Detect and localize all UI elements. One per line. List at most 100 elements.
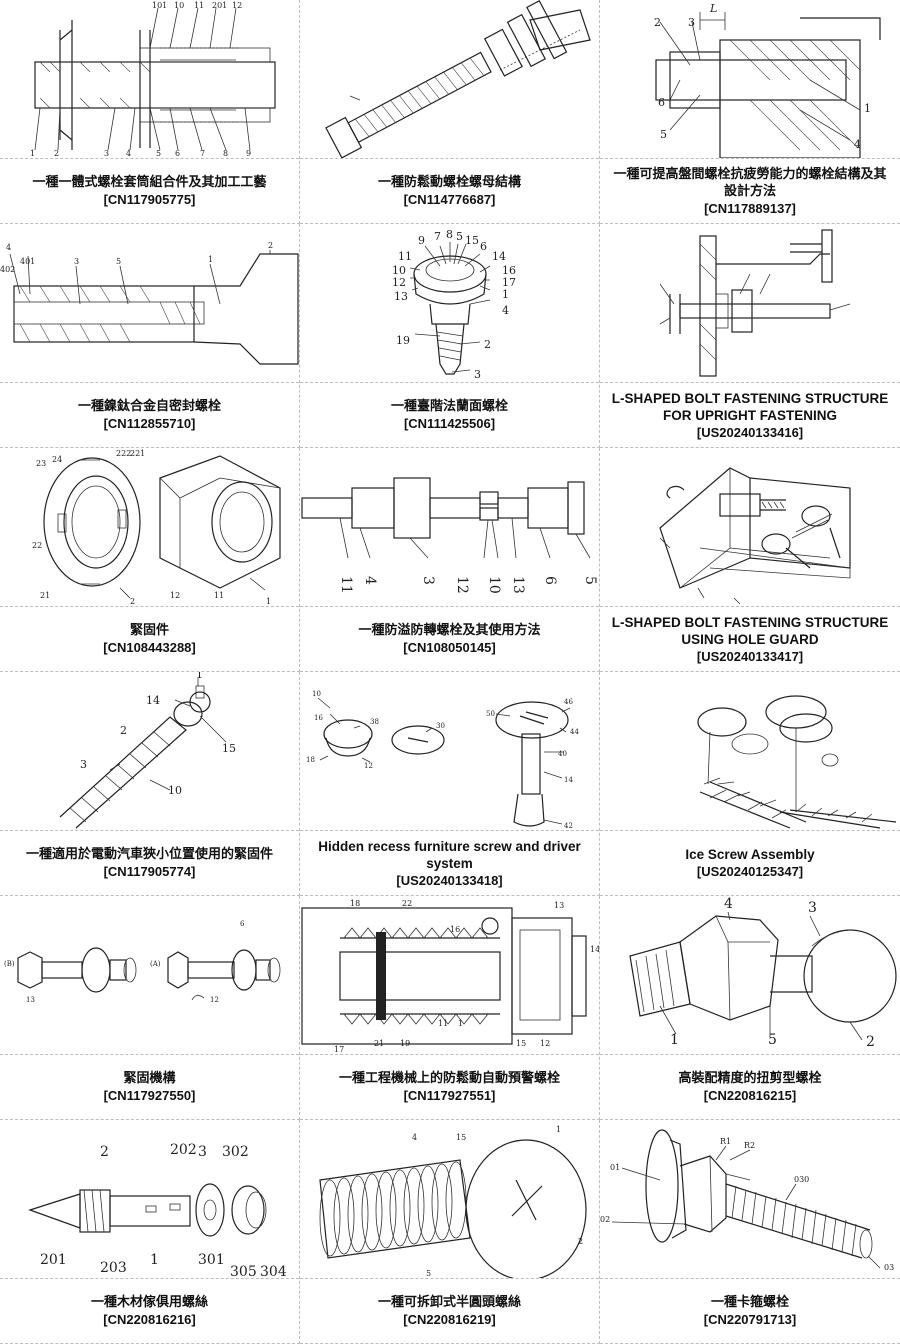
patent-card[interactable]: 2 202 3 302 201 203 1 301 305 304 一種木材傢俱… [0,1120,300,1344]
patent-number: [CN114776687] [404,191,496,208]
drawing-label: 4 [126,149,131,158]
drawing-label: 201 [212,1,227,10]
patent-card[interactable]: 4 15 1 2 5 一種可拆卸式半圓頭螺絲 [CN220816219] [300,1120,600,1344]
patent-title: 一種卡箍螺栓 [711,1294,789,1311]
patent-drawing: 11 4 3 12 10 13 6 5 [300,448,599,607]
drawing-label: 1 [150,1252,159,1268]
drawing-label: 4 [724,896,733,912]
drawing-label: 2 [484,338,491,351]
patent-card[interactable]: (B) (A) 13 12 6 緊固機構 [CN117927550] [0,896,300,1120]
drawing-label: 13 [510,576,526,594]
patent-card[interactable]: 9 7 8 5 15 6 11 14 10 16 12 17 13 1 4 19 [300,224,600,448]
patent-drawing: 24 23 222 221 22 21 12 11 2 1 [0,448,299,607]
patent-title: 一種可提高盤間螺栓抗疲勞能力的螺栓結構及其設計方法 [608,166,892,200]
drawing-label: 3 [688,16,695,29]
patent-number: [CN111425506] [404,415,495,432]
drawing-label: 101 [152,1,167,10]
patent-title: 緊固機構 [123,1070,175,1087]
drawing-label: 302 [222,1144,249,1160]
drawing-label: 3 [474,368,481,381]
drawing-label: R2 [744,1141,755,1150]
patent-card[interactable]: 1 14 2 15 3 10 一種適用於電動汽車狹小位置使用的緊固件 [CN11… [0,672,300,896]
patent-drawing: 2 202 3 302 201 203 1 301 305 304 [0,1120,299,1279]
drawing-label: 01 [610,1163,620,1172]
drawing-label: 11 [194,1,204,10]
patent-number: [US20240133417] [697,648,803,665]
patent-card[interactable]: 11 4 3 12 10 13 6 5 一種防溢防轉螺栓及其使用方法 [CN10… [300,448,600,672]
drawing-label: 12 [232,1,242,10]
drawing-label: 18 [350,899,360,908]
drawing-label: 22 [402,899,412,908]
drawing-label: 14 [564,776,573,784]
drawing-label: 44 [570,728,579,736]
patent-card[interactable]: 18 22 16 13 14 17 21 19 11 1 15 12 一種工程機… [300,896,600,1120]
drawing-label: 2 [654,16,661,29]
patent-drawing: L 2 3 6 5 1 4 [600,0,900,159]
patent-number: [CN112855710] [104,415,196,432]
drawing-label: 3 [74,257,79,266]
patent-drawing: 10 16 38 30 18 12 50 46 44 40 14 42 [300,672,599,831]
patent-card[interactable]: 4 402 401 3 5 1 2 一種鎳鈦合金自密封螺栓 [CN1128557… [0,224,300,448]
patent-title: 一種鎳鈦合金自密封螺栓 [78,398,221,415]
patent-number: [CN117905774] [104,863,196,880]
patent-number: [CN220816219] [403,1311,496,1328]
drawing-label: 18 [306,756,315,764]
patent-number: [US20240125347] [697,863,803,880]
patent-title: 一種木材傢俱用螺絲 [91,1294,208,1311]
drawing-label: 24 [52,455,62,464]
drawing-label: 3 [80,758,87,771]
patent-caption: 一種可拆卸式半圓頭螺絲 [CN220816219] [300,1279,599,1343]
drawing-label: 2 [130,597,135,606]
drawing-label: 2 [268,241,273,250]
drawing-label: 12 [364,762,373,770]
drawing-label: 5 [768,1032,777,1048]
patent-number: [US20240133416] [697,424,803,441]
drawing-label: 15 [516,1039,526,1048]
drawing-label: 11 [214,591,224,600]
patent-drawing: 9 7 8 5 15 6 11 14 10 16 12 17 13 1 4 19 [300,224,599,383]
drawing-label: 304 [260,1264,287,1278]
patent-card[interactable]: 10 16 38 30 18 12 50 46 44 40 14 42 Hidd… [300,672,600,896]
patent-card[interactable]: L-SHAPED BOLT FASTENING STRUCTURE FOR UP… [600,224,900,448]
drawing-label: 12 [454,576,470,594]
drawing-label: 12 [210,996,219,1004]
drawing-label: 5 [156,149,161,158]
drawing-label: 5 [456,230,463,243]
drawing-label: 10 [486,576,502,594]
patent-title: Ice Screw Assembly [685,846,814,863]
patent-title: 緊固件 [130,622,169,639]
drawing-label: 401 [20,257,35,266]
patent-drawing [600,672,900,831]
drawing-label: 2 [120,724,127,737]
drawing-label: 2 [100,1144,109,1160]
drawing-label: 6 [240,920,245,928]
patent-caption: 一種一體式螺栓套筒組合件及其加工工藝 [CN117905775] [0,159,299,223]
patent-card[interactable]: 一種防鬆動螺栓螺母結構 [CN114776687] [300,0,600,224]
drawing-label: 23 [36,459,46,468]
patent-drawing [600,224,900,383]
patent-drawing: 4 3 1 5 2 [600,896,900,1055]
patent-number: [CN117927550] [104,1087,196,1104]
patent-title: L-SHAPED BOLT FASTENING STRUCTURE USING … [608,614,892,648]
patent-card[interactable]: 01 R1 R2 030 02 03 一種卡箍螺栓 [CN220791713] [600,1120,900,1344]
drawing-label: 4 [854,138,861,151]
drawing-label: 40 [558,750,567,758]
patent-drawing: 1 2 3 4 5 6 7 8 9 101 10 11 201 12 [0,0,299,159]
patent-title: 高裝配精度的扭剪型螺栓 [678,1070,821,1087]
patent-card[interactable]: 1 2 3 4 5 6 7 8 9 101 10 11 201 12 一種一 [0,0,300,224]
patent-card[interactable]: 24 23 222 221 22 21 12 11 2 1 緊固件 [CN108… [0,448,300,672]
drawing-label: 6 [658,96,665,109]
drawing-label: 21 [374,1039,384,1048]
patent-card[interactable]: Ice Screw Assembly [US20240125347] [600,672,900,896]
patent-number: [CN220816215] [704,1087,797,1104]
patent-card[interactable]: 4 3 1 5 2 高裝配精度的扭剪型螺栓 [CN220816215] [600,896,900,1120]
drawing-label: 21 [40,591,50,600]
drawing-label: 13 [26,996,35,1004]
patent-card[interactable]: L 2 3 6 5 1 4 一種可提高盤間螺栓抗疲勞能力的螺栓結構及其設計方法 … [600,0,900,224]
drawing-label: 305 [230,1264,257,1278]
patent-caption: L-SHAPED BOLT FASTENING STRUCTURE FOR UP… [600,383,900,447]
patent-card[interactable]: L-SHAPED BOLT FASTENING STRUCTURE USING … [600,448,900,672]
drawing-label: 5 [660,128,667,141]
drawing-label: 9 [418,234,425,247]
drawing-label: 1 [30,149,35,158]
